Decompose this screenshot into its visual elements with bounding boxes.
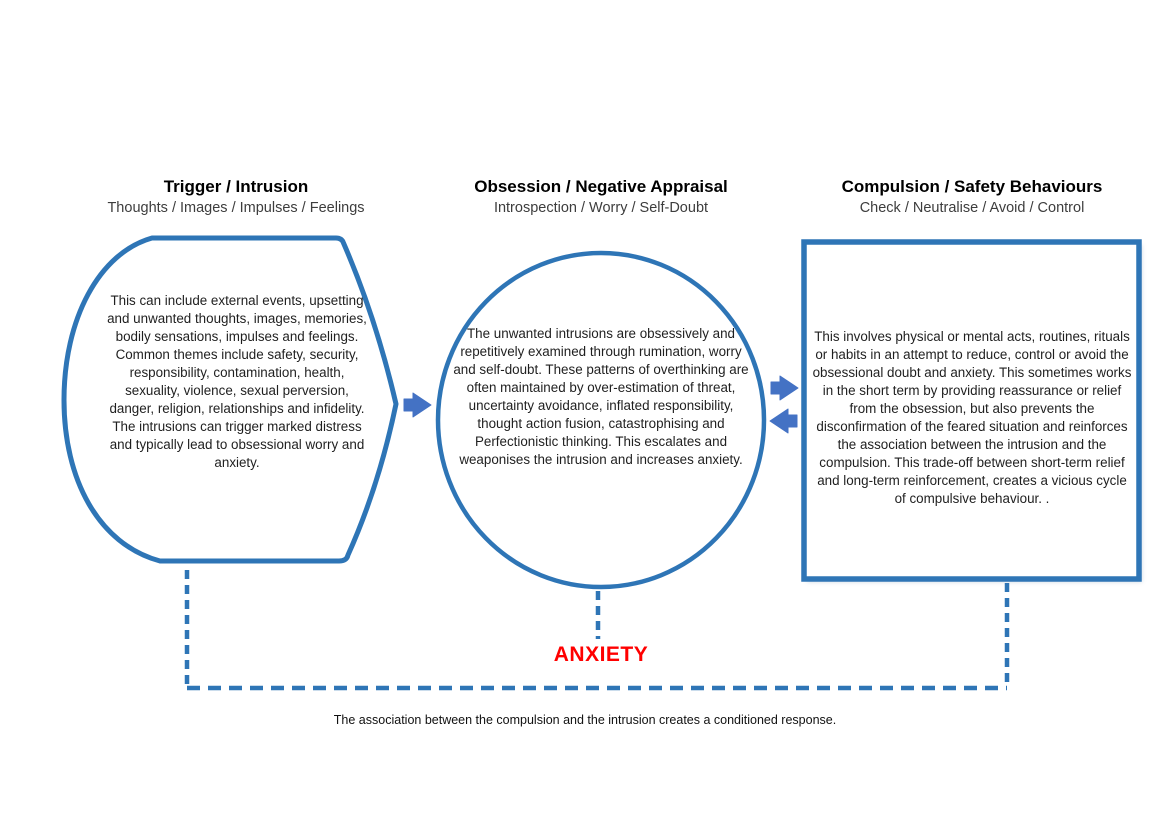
arrow-right-obsession-to-compulsion-icon [770, 375, 799, 401]
obsession-title: Obsession / Negative Appraisal [474, 177, 728, 196]
compulsion-subtitle: Check / Neutralise / Avoid / Control [859, 200, 1085, 216]
compulsion-body-text: This involves physical or mental acts, r… [812, 329, 1132, 506]
trigger-shape [61, 235, 399, 564]
footer-caption: The association between the compulsion a… [333, 713, 837, 727]
compulsion-title: Compulsion / Safety Behaviours [841, 177, 1103, 196]
trigger-subtitle: Thoughts / Images / Impulses / Feelings [107, 200, 365, 216]
trigger-title: Trigger / Intrusion [163, 177, 309, 196]
obsession-subtitle: Introspection / Worry / Self-Doubt [493, 200, 709, 216]
obsession-circle [435, 250, 767, 590]
trigger-body-text: This can include external events, upsett… [107, 293, 367, 470]
compulsion-box [801, 239, 1142, 582]
obsession-body-text: The unwanted intrusions are obsessively … [453, 326, 749, 467]
compulsion-column-header: Compulsion / Safety Behaviours Check / N… [800, 176, 1144, 218]
trigger-column-header: Trigger / Intrusion Thoughts / Images / … [66, 176, 406, 218]
obsession-column-header: Obsession / Negative Appraisal Introspec… [431, 176, 771, 218]
arrow-right-trigger-to-obsession-icon [403, 392, 432, 418]
anxiety-label: ANXIETY [553, 643, 649, 666]
arrow-left-compulsion-to-obsession-icon [769, 408, 798, 434]
